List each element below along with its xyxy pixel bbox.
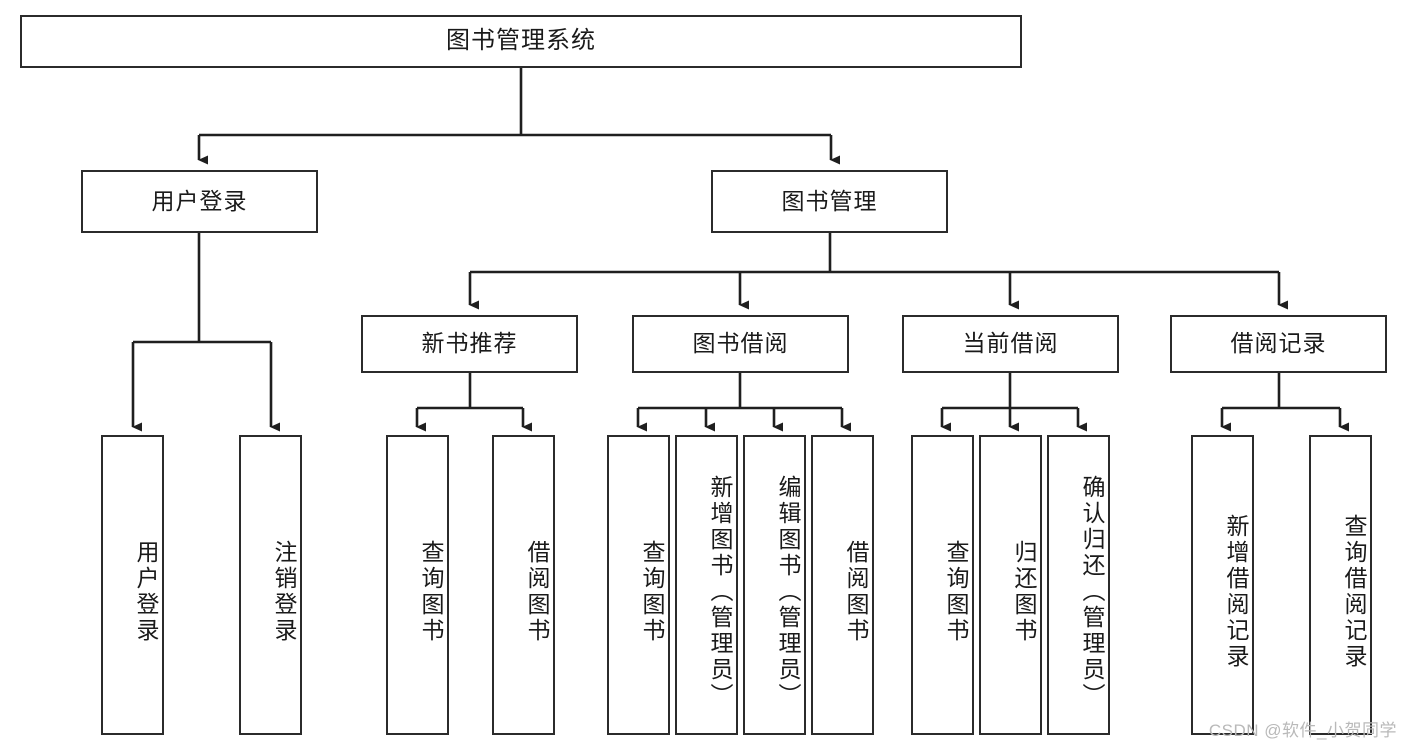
node-root-book-management-system[interactable]: 图书管理系统 — [20, 15, 1022, 68]
leaf-new-book-recommend-2[interactable]: 借阅图书 — [492, 435, 555, 735]
leaf-book-borrow-2[interactable]: 新增图书（管理员） — [675, 435, 738, 735]
leaf-borrow-record-2[interactable]: 查询借阅记录 — [1309, 435, 1372, 735]
leaf-label: 新增借阅记录 — [1223, 514, 1249, 670]
node-book-borrow-label: 图书借阅 — [692, 330, 789, 357]
leaf-user-login-2[interactable]: 注销登录 — [239, 435, 302, 735]
node-current-borrow[interactable]: 当前借阅 — [902, 315, 1119, 373]
leaf-label: 注销登录 — [271, 540, 297, 644]
node-root-label: 图书管理系统 — [446, 27, 596, 55]
leaf-user-login-1[interactable]: 用户登录 — [101, 435, 164, 735]
node-book-borrow[interactable]: 图书借阅 — [632, 315, 849, 373]
node-new-book-recommend[interactable]: 新书推荐 — [361, 315, 578, 373]
node-borrow-record-label: 借阅记录 — [1230, 330, 1327, 357]
leaf-label: 查询图书 — [418, 540, 444, 644]
leaf-current-borrow-3[interactable]: 确认归还（管理员） — [1047, 435, 1110, 735]
node-user-login-label: 用户登录 — [151, 187, 248, 214]
node-new-book-recommend-label: 新书推荐 — [421, 330, 518, 357]
leaf-current-borrow-1[interactable]: 查询图书 — [911, 435, 974, 735]
leaf-book-borrow-3[interactable]: 编辑图书（管理员） — [743, 435, 806, 735]
leaf-label: 查询借阅记录 — [1341, 514, 1367, 670]
leaf-label: 确认归还（管理员） — [1079, 475, 1105, 709]
leaf-borrow-record-1[interactable]: 新增借阅记录 — [1191, 435, 1254, 735]
leaf-label: 查询图书 — [943, 540, 969, 644]
node-book-management[interactable]: 图书管理 — [711, 170, 948, 233]
leaf-label: 新增图书（管理员） — [707, 475, 733, 709]
leaf-label: 归还图书 — [1011, 540, 1037, 644]
leaf-new-book-recommend-1[interactable]: 查询图书 — [386, 435, 449, 735]
node-borrow-record[interactable]: 借阅记录 — [1170, 315, 1387, 373]
leaf-book-borrow-1[interactable]: 查询图书 — [607, 435, 670, 735]
node-book-management-label: 图书管理 — [781, 187, 878, 214]
leaf-current-borrow-2[interactable]: 归还图书 — [979, 435, 1042, 735]
leaf-label: 借阅图书 — [524, 540, 550, 644]
leaf-label: 用户登录 — [133, 540, 159, 644]
node-current-borrow-label: 当前借阅 — [962, 330, 1059, 357]
node-user-login[interactable]: 用户登录 — [81, 170, 318, 233]
leaf-label: 编辑图书（管理员） — [775, 475, 801, 709]
leaf-label: 查询图书 — [639, 540, 665, 644]
leaf-label: 借阅图书 — [843, 540, 869, 644]
leaf-book-borrow-4[interactable]: 借阅图书 — [811, 435, 874, 735]
